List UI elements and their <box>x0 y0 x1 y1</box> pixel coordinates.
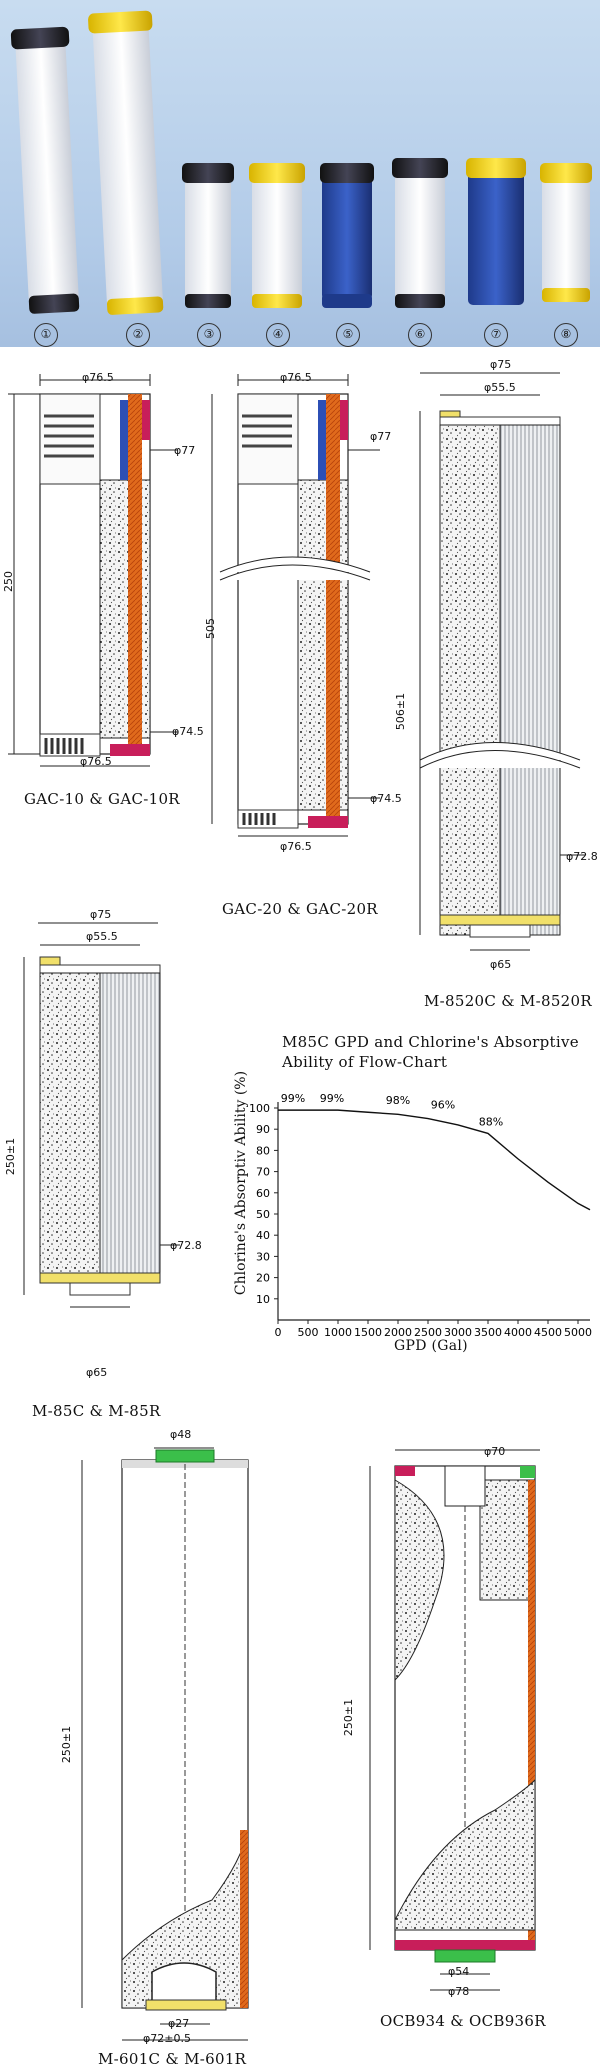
chart-y-tick-label: 80 <box>256 1144 270 1157</box>
gac10-drawing <box>8 374 178 767</box>
gac10-side-diameter-745: φ74.5 <box>172 725 204 738</box>
gac20-top-diameter: φ76.5 <box>280 371 312 384</box>
chart-y-tick-label: 30 <box>256 1250 270 1263</box>
m8520-inner-diameter: φ55.5 <box>484 381 516 394</box>
chart-x-tick-label: 2500 <box>414 1326 442 1339</box>
m601-bottom-diameter: φ72±0.5 <box>143 2032 191 2045</box>
chart-x-axis-label: GPD (Gal) <box>394 1338 468 1354</box>
m601-caption: M-601C & M-601R <box>98 2050 247 2068</box>
ocb-caption: OCB934 & OCB936R <box>380 2012 546 2030</box>
chart-data-label: 88% <box>479 1115 503 1128</box>
cartridge-number-4: ④ <box>266 323 290 347</box>
cartridge-number-1: ① <box>34 323 58 347</box>
m85-top-diameter: φ75 <box>90 908 112 921</box>
cartridge-number-6: ⑥ <box>408 323 432 347</box>
chart-y-tick-label: 10 <box>256 1293 270 1306</box>
gac20-bottom-diameter: φ76.5 <box>280 840 312 853</box>
cartridge-3-image <box>182 163 234 308</box>
chart-x-tick-label: 3500 <box>474 1326 502 1339</box>
chart-x-tick-label: 5000 <box>564 1326 592 1339</box>
gac20-caption: GAC-20 & GAC-20R <box>222 900 378 918</box>
product-photo: ① ② ③ ④ ⑤ ⑥ ⑦ ⑧ <box>0 0 600 347</box>
chart-y-tick-label: 70 <box>256 1166 270 1179</box>
chart-x-tick-label: 1000 <box>324 1326 352 1339</box>
ocb-height: 250±1 <box>342 1698 356 1737</box>
chart-data-label: 98% <box>386 1094 410 1107</box>
ocb-top-diameter: φ70 <box>484 1445 506 1458</box>
gac20-side-diameter-745: φ74.5 <box>370 792 402 805</box>
m601-height: 250±1 <box>60 1725 74 1764</box>
m85-bottom-diameter: φ65 <box>86 1366 108 1379</box>
m8520-drawing <box>419 372 585 951</box>
cartridge-5-image <box>320 163 374 308</box>
chart-title-line-2: Ability of Flow-Chart <box>282 1053 448 1071</box>
gac20-drawing <box>211 374 380 837</box>
chart-series-line <box>278 1109 591 1211</box>
ocb-bottom-diameter: φ78 <box>448 1985 470 1998</box>
gac10-top-diameter: φ76.5 <box>82 371 114 384</box>
chart-y-axis-label: Chlorine's Absorptiv Ability (%) <box>233 1070 249 1296</box>
chart-y-tick-label: 60 <box>256 1187 270 1200</box>
cartridge-7-image <box>466 158 526 305</box>
chart-data-label: 96% <box>431 1098 455 1111</box>
chart-x-tick-label: 2000 <box>384 1326 412 1339</box>
gac10-bottom-diameter: φ76.5 <box>80 755 112 768</box>
m85-drawing <box>23 922 180 1308</box>
cartridge-number-8: ⑧ <box>554 323 578 347</box>
chart-data-label: 99% <box>320 1092 344 1105</box>
cartridge-number-3: ③ <box>197 323 221 347</box>
chart-title-line-1: M85C GPD and Chlorine's Absorptive <box>282 1033 579 1051</box>
cartridge-number-2: ② <box>126 323 150 347</box>
chart-y-tick-label: 100 <box>249 1102 270 1115</box>
cartridge-photo-art <box>10 10 592 315</box>
chart-y-tick-label: 90 <box>256 1123 270 1136</box>
chart-y-tick-label: 40 <box>256 1229 270 1242</box>
chart-x-tick-label: 4000 <box>504 1326 532 1339</box>
m601-inner-diameter: φ27 <box>168 2017 190 2030</box>
chart-x-tick-label: 500 <box>298 1326 319 1339</box>
m85-inner-diameter: φ55.5 <box>86 930 118 943</box>
m85-caption: M-85C & M-85R <box>32 1402 161 1420</box>
cartridge-4-image <box>249 163 305 308</box>
ocb-inner-diameter: φ54 <box>448 1965 470 1978</box>
m8520-top-diameter: φ75 <box>490 358 512 371</box>
gac10-side-diameter-77: φ77 <box>174 444 196 457</box>
chart-x-tick-label: 4500 <box>534 1326 562 1339</box>
chart-y-tick-label: 20 <box>256 1272 270 1285</box>
cartridge-6-image <box>392 158 448 308</box>
chart-x-tick-label: 3000 <box>444 1326 472 1339</box>
cartridge-8-image <box>540 163 592 302</box>
gac10-caption: GAC-10 & GAC-10R <box>24 790 180 808</box>
chart-x-tick-label: 0 <box>275 1326 282 1339</box>
cartridge-number-7: ⑦ <box>484 323 508 347</box>
cartridge-1-image <box>10 26 80 314</box>
cartridge-2-image <box>88 10 164 315</box>
chart-data-label: 99% <box>281 1092 305 1105</box>
m8520-caption: M-8520C & M-8520R <box>424 992 592 1010</box>
m601-drawing <box>81 1447 249 2041</box>
m85-side-diameter: φ72.8 <box>170 1239 202 1252</box>
m8520-side-diameter: φ72.8 <box>566 850 598 863</box>
chart-x-tick-label: 1500 <box>354 1326 382 1339</box>
chart-y-tick-label: 50 <box>256 1208 270 1221</box>
m601-top-diameter: φ48 <box>170 1428 192 1441</box>
cartridge-number-5: ⑤ <box>336 323 360 347</box>
ocb-drawing <box>369 1449 540 1991</box>
m8520-bottom-diameter: φ65 <box>490 958 512 971</box>
gac20-side-diameter-77: φ77 <box>370 430 392 443</box>
